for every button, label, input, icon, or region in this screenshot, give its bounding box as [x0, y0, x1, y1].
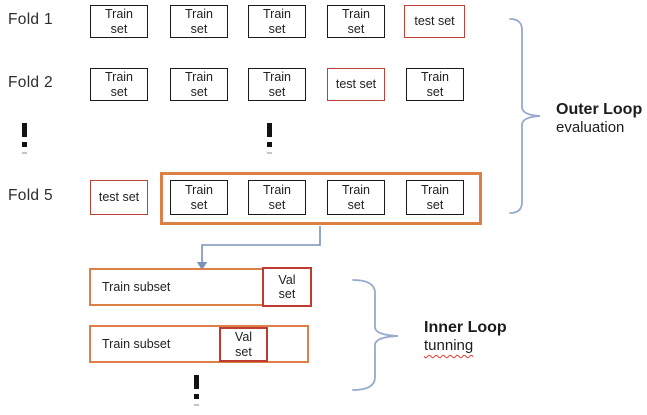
fold1-train-set-box: Train set — [170, 5, 228, 38]
train-subset-label: Train subset — [102, 280, 171, 294]
flow-arrow — [196, 226, 321, 270]
val-set-box: Val set — [262, 267, 312, 307]
outer-loop-title: Outer Loop — [556, 101, 643, 118]
inner-loop-title: Inner Loop — [424, 319, 507, 336]
ellipsis-bar — [22, 123, 27, 137]
fold2-train-set-box: Train set — [170, 68, 228, 101]
ellipsis-bar — [267, 123, 272, 137]
ellipsis-dash — [194, 404, 199, 406]
fold2-train-set-box: Train set — [248, 68, 306, 101]
train-subset-label: Train subset — [102, 337, 171, 351]
fold5-train-set-box: Train set — [406, 180, 464, 215]
fold2-test-set-box: test set — [327, 68, 385, 101]
outer-loop-brace — [509, 18, 541, 214]
fold-1-label: Fold 1 — [8, 11, 53, 28]
train-subset-row: Train subset — [89, 325, 309, 363]
ellipsis-dash — [22, 152, 27, 154]
fold-5-label: Fold 5 — [8, 187, 53, 204]
fold5-test-set-box: test set — [90, 180, 148, 215]
val-set-box: Val set — [219, 327, 268, 362]
inner-loop-subtitle: tunning — [424, 337, 474, 355]
outer-loop-label: Outer Loop evaluation — [556, 100, 642, 138]
fold1-test-set-box: test set — [404, 5, 465, 38]
fold1-train-set-box: Train set — [90, 5, 148, 38]
fold2-train-set-box: Train set — [406, 68, 464, 101]
fold2-train-set-box: Train set — [90, 68, 148, 101]
ellipsis-dot — [267, 142, 272, 147]
fold5-train-set-box: Train set — [327, 180, 385, 215]
ellipsis-dash — [267, 152, 272, 154]
vertical-ellipsis — [267, 123, 272, 154]
fold5-train-set-box: Train set — [248, 180, 306, 215]
outer-loop-subtitle: evaluation — [556, 119, 625, 137]
inner-loop-brace — [352, 279, 399, 391]
ellipsis-dot — [22, 142, 27, 147]
ellipsis-bar — [194, 375, 199, 389]
fold5-train-set-box: Train set — [170, 180, 228, 215]
fold1-train-set-box: Train set — [248, 5, 306, 38]
vertical-ellipsis — [22, 123, 27, 154]
fold-2-label: Fold 2 — [8, 74, 53, 91]
fold5-train-group-highlight — [160, 172, 482, 225]
ellipsis-dot — [194, 394, 199, 399]
vertical-ellipsis — [194, 375, 199, 406]
inner-loop-label: Inner Loop tunning — [424, 318, 507, 356]
fold1-train-set-box: Train set — [327, 5, 385, 38]
